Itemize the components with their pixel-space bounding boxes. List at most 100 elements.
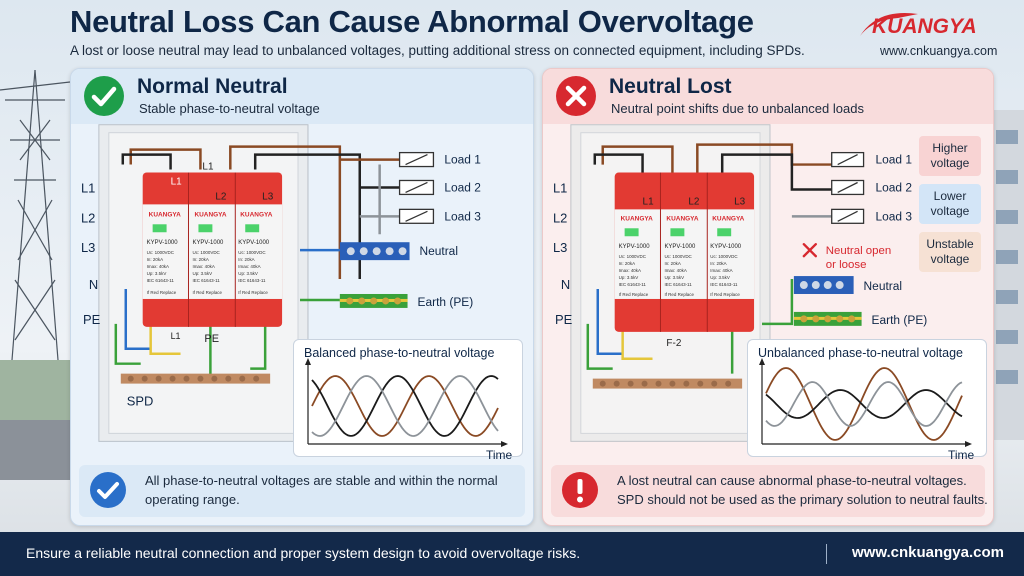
earth-label: Earth (PE) [418,295,474,309]
spd-spec-iec-2: IEC 61643-11 [192,278,220,283]
load-label-2: Load 2 [444,180,481,194]
neutral-label: Neutral [419,244,457,258]
lost-load-label-3: Load 3 [876,209,913,223]
lost-spd-replace-1: If Red Replace [619,292,649,297]
spd-spec-in-2: In: 20kA [192,257,208,262]
balanced-wave-l2 [311,375,499,437]
broken-neutral-x-icon [802,243,817,258]
spd-replace-2: If Red Replace [192,290,222,295]
normal-neutral-wiring-diagram: L1 L2 L3 N PE [81,124,481,442]
lost-spd-bottom-label: F-2 [666,338,681,349]
spd-spec-up: Up: 3.5kV [147,271,167,276]
unbalanced-waveform-chart: Unbalanced phase-to-neutral voltage Time [747,339,987,462]
spd-spec-imax: Imax: 40kA [147,264,169,269]
badge-unstable-voltage: Unstable voltage [919,232,981,272]
lost-neutral-label: Neutral [864,279,902,293]
spd-replace-1: If Red Replace [147,290,177,295]
line-label-n: N [89,277,98,292]
spd-spec-iec: IEC 61643-11 [147,278,175,283]
spd-module-group: KUANGYA KUANGYA KUANGYA KYPV-1000 KYPV-1… [142,162,283,345]
load-label-3: Load 3 [444,209,481,223]
bottom-bar-url[interactable]: www.cnkuangya.com [852,544,1004,561]
lost-spd-spec-uc-2: Uc: 1000VDC [664,254,692,259]
bottom-bar: Ensure a reliable neutral connection and… [0,532,1024,576]
spd-bottom-l1: L1 [171,331,181,341]
balanced-time-label: Time [486,448,513,462]
lost-spd-brand-3: KUANGYA [712,215,744,222]
spd-spec-uc-3: Uc: 1000VDC [238,250,266,255]
normal-neutral-title: Normal Neutral [137,75,288,98]
page-title: Neutral Loss Can Cause Abnormal Overvolt… [70,4,754,39]
lost-spd-spec-in-2: In: 20kA [664,261,680,266]
bottom-bar-separator [826,544,827,564]
load-label-1: Load 1 [444,153,481,167]
lost-spd-spec-in-3: In: 20kA [710,261,726,266]
brand-logo: KUANGYA [860,12,977,38]
spd-spec-iec-3: IEC 61643-11 [238,278,266,283]
spd-model-1: KYPV-1000 [147,240,179,246]
neutral-lost-wiring-diagram: L1 L2 L3 N PE KUANGYA KUANGYA KU [553,124,928,442]
lost-spd-spec-iec: IEC 61643-11 [619,282,647,287]
spd-pole-l2: L2 [215,191,227,202]
normal-neutral-footer: All phase-to-neutral voltages are stable… [79,465,525,517]
building-icon [990,110,1024,440]
normal-neutral-subtitle: Stable phase-to-neutral voltage [139,101,320,116]
badge-higher-voltage: Higher voltage [919,136,981,176]
lost-spd-brand-1: KUANGYA [621,215,653,222]
spd-spec-in: In: 20kA [147,257,163,262]
balanced-wave-l1 [311,375,499,437]
lost-spd-model-3: KYPV-1000 [710,244,742,250]
spd-label: SPD [127,394,154,409]
spd-spec-up-3: Up: 3.5kV [238,271,258,276]
unbalanced-wave-low [765,389,963,419]
balanced-waveform-chart: Balanced phase-to-neutral voltage Time [293,339,523,462]
lost-line-label-n: N [561,277,570,292]
lost-load-label-2: Load 2 [876,180,913,194]
lost-line-label-l3: L3 [553,240,567,255]
neutral-lost-footer: A lost neutral can cause abnormal phase-… [551,465,988,517]
lost-line-label-pe: PE [555,312,573,327]
lost-spd-spec-imax: Imax: 40kA [619,268,641,273]
spd-spec-uc-2: Uc: 1000VDC [192,250,220,255]
lost-earth-label: Earth (PE) [872,313,928,327]
neutral-lost-subtitle: Neutral point shifts due to unbalanced l… [611,101,864,116]
neutral-lost-header: Neutral Lost Neutral point shifts due to… [543,69,993,124]
lost-spd-spec-uc: Uc: 1000VDC [619,254,647,259]
neutral-fault-line1: Neutral open [826,245,891,257]
neutral-lost-footer-text: A lost neutral can cause abnormal phase-… [617,473,988,507]
line-label-l3: L3 [81,240,95,255]
lost-spd-spec-in: In: 20kA [619,261,635,266]
spd-spec-up-2: Up: 3.5kV [192,271,212,276]
x-circle-icon [556,76,596,116]
transmission-tower-icon [0,69,70,480]
spd-spec-imax-3: Imax: 40kA [238,264,260,269]
unbalanced-wave-high [765,367,963,441]
badge-lower-voltage: Lower voltage [919,184,981,224]
spd-model-3: KYPV-1000 [238,240,270,246]
spd-model-2: KYPV-1000 [192,240,224,246]
unbalanced-waveform-title: Unbalanced phase-to-neutral voltage [758,346,963,360]
neutral-lost-panel: Neutral Lost Neutral point shifts due to… [542,68,994,526]
lost-spd-module-group: KUANGYA KUANGYA KUANGYA KYPV-1000 KYPV-1… [614,172,755,349]
spd-replace-3: If Red Replace [238,290,268,295]
brand-name: KUANGYA [872,15,977,38]
lost-line-label-l2: L2 [553,210,567,225]
spd-spec-imax-2: Imax: 40kA [192,264,214,269]
lost-spd-spec-up-2: Up: 3.5kV [664,275,684,280]
lost-spd-pole-l1: L1 [643,196,655,207]
lost-spd-spec-imax-3: Imax: 40kA [710,268,732,273]
spd-pole-l3: L3 [262,191,274,202]
spd-top-l1: L1 [202,162,214,173]
lost-spd-spec-imax-2: Imax: 40kA [664,268,686,273]
spd-brand-2: KUANGYA [194,211,226,218]
normal-neutral-footer-text: All phase-to-neutral voltages are stable… [145,473,498,507]
lost-spd-pole-l3: L3 [734,196,746,207]
lost-spd-spec-up: Up: 3.5kV [619,275,639,280]
lost-spd-spec-uc-3: Uc: 1000VDC [710,254,738,259]
lost-spd-replace-2: If Red Replace [664,292,694,297]
spd-bottom-pe: PE [204,333,219,345]
spd-brand-3: KUANGYA [240,211,272,218]
lost-spd-spec-iec-3: IEC 61643-11 [710,282,738,287]
lost-spd-model-2: KYPV-1000 [664,244,696,250]
normal-neutral-header: Normal Neutral Stable phase-to-neutral v… [71,69,533,124]
